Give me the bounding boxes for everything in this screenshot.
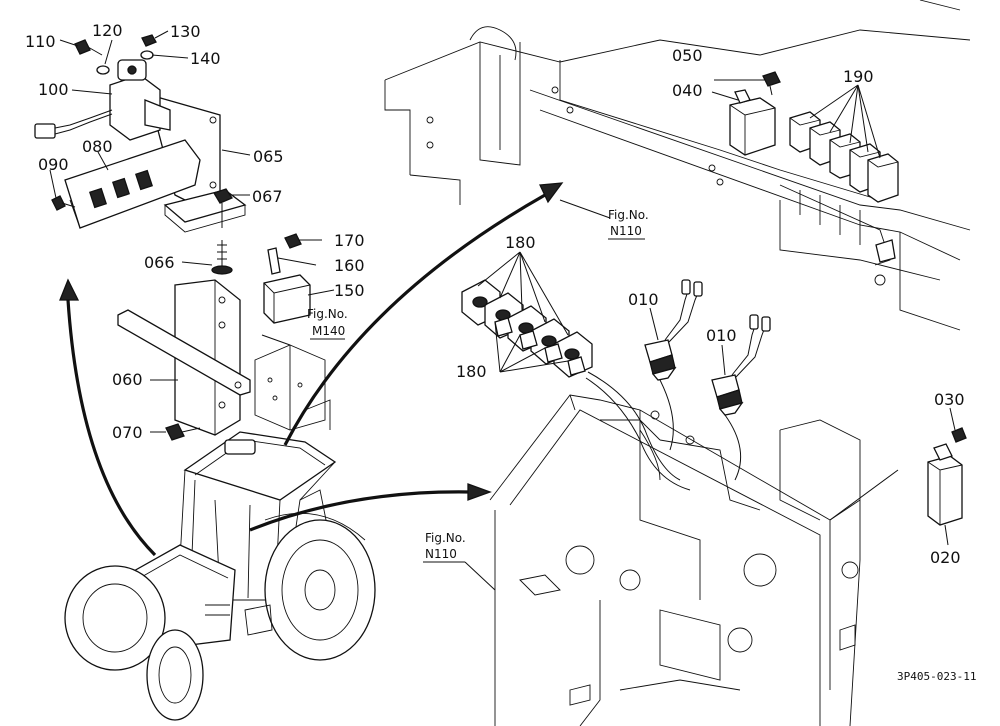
switch-010-left: [644, 279, 703, 451]
part-label-040: 040: [672, 81, 703, 100]
figure-references: Fig.No. M140 Fig.No. N110 Fig.No. N110: [307, 208, 649, 591]
part-label-060: 060: [112, 370, 143, 389]
fig-ref-m140-number: M140: [312, 324, 345, 338]
part-label-020: 020: [930, 548, 961, 567]
part-labels: 110 120 130 140 100 065 080 090 067 066 …: [25, 21, 965, 567]
part-label-070: 070: [112, 423, 143, 442]
part-label-130: 130: [170, 22, 201, 41]
part-label-080: 080: [82, 137, 113, 156]
part-label-090: 090: [38, 155, 69, 174]
part-label-030: 030: [934, 390, 965, 409]
resistor-020-assembly: [927, 427, 967, 526]
part-label-065: 065: [253, 147, 284, 166]
part-label-150: 150: [334, 281, 365, 300]
part-label-180-bottom: 180: [456, 362, 487, 381]
fig-ref-n110-top-label: Fig.No.: [608, 208, 649, 222]
fig-ref-n110-top-number: N110: [610, 224, 642, 238]
fig-ref-n110-bottom-label: Fig.No.: [425, 531, 466, 545]
cab-panel-frame: [489, 394, 861, 726]
part-label-190: 190: [843, 67, 874, 86]
fig-ref-m140-label: Fig.No.: [307, 307, 348, 321]
leader-lines: [49, 30, 956, 546]
part-label-100: 100: [38, 80, 69, 99]
drawing-code: 3P405-023-11: [897, 670, 976, 683]
tractor-illustration: [64, 431, 376, 721]
fig-ref-n110-bottom-number: N110: [425, 547, 457, 561]
part-label-066: 066: [144, 253, 175, 272]
part-label-180-top: 180: [505, 233, 536, 252]
part-label-010-right: 010: [706, 326, 737, 345]
part-label-140: 140: [190, 49, 221, 68]
switch-010-right: [711, 314, 771, 481]
part-label-110: 110: [25, 32, 56, 51]
bracket-060: [117, 279, 251, 441]
relay-150-assembly: [263, 233, 322, 324]
part-label-160: 160: [334, 256, 365, 275]
chassis-frame-top: [384, 0, 971, 331]
flow-arrows: [59, 182, 899, 557]
part-label-170: 170: [334, 231, 365, 250]
bracket-assembly: [34, 34, 247, 275]
relay-bank-190: [779, 111, 899, 266]
part-label-010-left: 010: [628, 290, 659, 309]
relay-040-assembly: [729, 71, 781, 156]
part-label-120: 120: [92, 21, 123, 40]
part-label-067: 067: [252, 187, 283, 206]
part-label-050: 050: [672, 46, 703, 65]
